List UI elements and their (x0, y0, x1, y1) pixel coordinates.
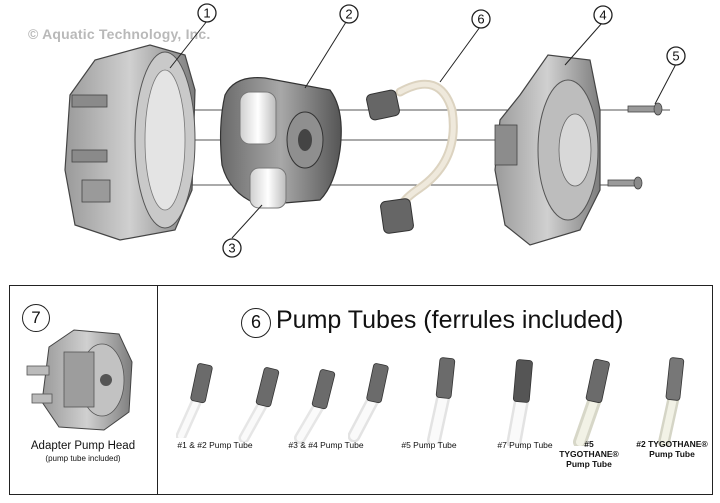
pump-housing-part-1 (64, 44, 196, 241)
tube-1-2b-image (238, 367, 280, 442)
tube-3-4-image (294, 369, 336, 444)
copyright-watermark: © Aquatic Technology, Inc. (28, 26, 211, 42)
svg-text:6: 6 (477, 12, 484, 27)
callout-6: 6 (471, 9, 491, 29)
svg-text:3: 3 (228, 241, 235, 256)
tygothane-2-image (658, 357, 685, 446)
svg-text:4: 4 (599, 8, 606, 23)
roller-part-3 (239, 91, 287, 209)
tygothane-5-image (573, 358, 610, 446)
tube-label-tygothane-5: #5 TYGOTHANE® Pump Tube (559, 439, 619, 469)
svg-text:2: 2 (345, 7, 352, 22)
svg-text:5: 5 (672, 49, 679, 64)
callout-5: 5 (666, 46, 686, 66)
pump-tube-part-6 (366, 79, 458, 234)
adapter-pump-head-panel: 7 Adapter Pump Head (pump tube included) (9, 285, 158, 495)
motor-mount-part-4 (494, 54, 601, 246)
tube-7-image (506, 359, 533, 446)
tube-label-5: #5 Pump Tube (401, 440, 457, 450)
screw-part-5 (607, 102, 663, 190)
adapter-pump-head-image (26, 329, 133, 431)
callout-4: 4 (593, 5, 613, 25)
svg-text:1: 1 (203, 6, 210, 21)
adapter-title: Adapter Pump Head (30, 440, 136, 452)
tube-label-7: #7 Pump Tube (497, 440, 553, 450)
tube-label-tygothane-2: #2 TYGOTHANE® Pump Tube (636, 439, 708, 459)
tube-5-image (427, 357, 456, 444)
tube-label-1-2: #1 & #2 Pump Tube (177, 440, 253, 450)
callout-1: 1 (197, 3, 217, 23)
exploded-view-diagram: 1 2 3 4 5 6 (64, 3, 686, 258)
tube-1-2-image (176, 363, 213, 438)
adapter-subtitle: (pump tube included) (45, 454, 121, 463)
tube-3-4b-image (348, 363, 389, 442)
callout-3: 3 (222, 238, 242, 258)
pump-tubes-panel: 6 Pump Tubes (ferrules included) (157, 285, 713, 495)
callout-2: 2 (339, 4, 359, 24)
tube-label-3-4: #3 & #4 Pump Tube (288, 440, 364, 450)
leader-lines (169, 20, 677, 239)
adapter-number-badge: 7 (22, 304, 50, 332)
tubes-heading: Pump Tubes (ferrules included) (276, 306, 624, 334)
tubes-number-badge: 6 (241, 308, 271, 338)
